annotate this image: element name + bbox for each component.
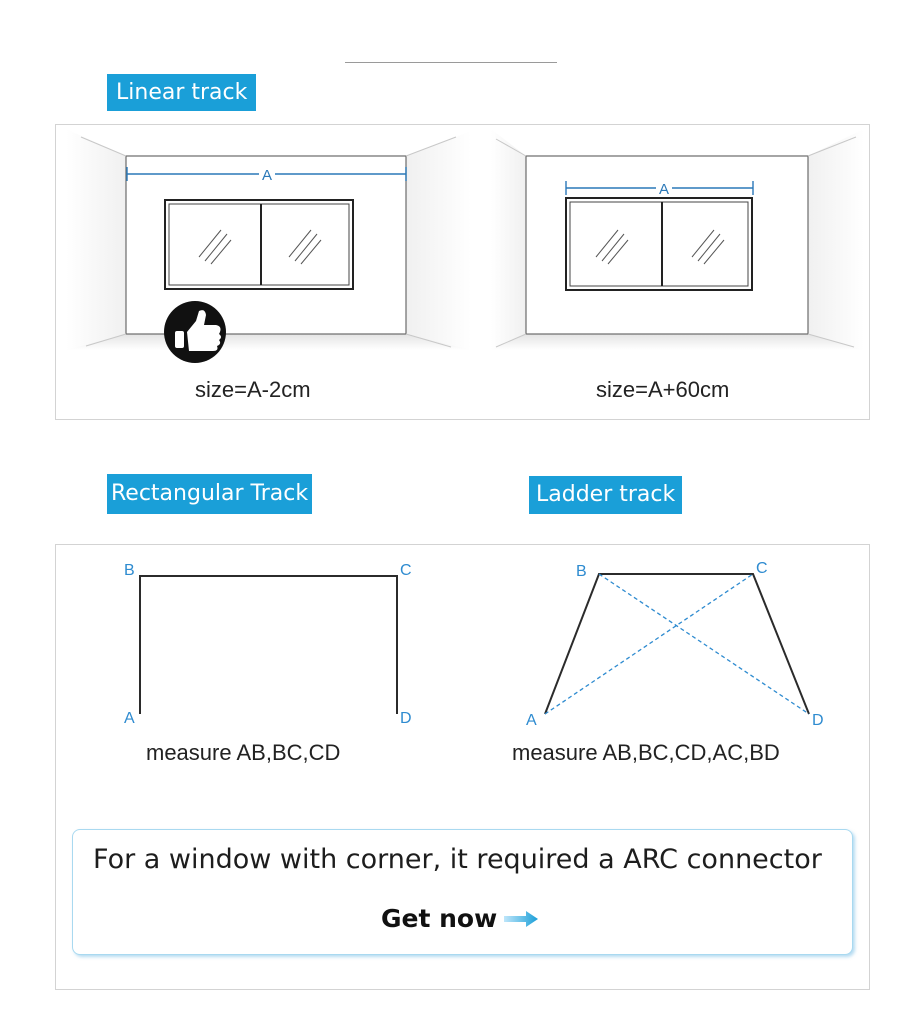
rect-point-d: D — [400, 710, 412, 727]
rectangular-track-shape — [139, 575, 398, 714]
linear-left-caption: size=A-2cm — [195, 377, 311, 402]
room-right — [491, 129, 864, 350]
dimension-label-left: A — [262, 167, 272, 184]
rectangular-track-title: Rectangular Track — [107, 474, 313, 514]
linear-track-panel: A — [55, 124, 870, 420]
get-now-button[interactable]: Get now — [381, 904, 539, 933]
arc-connector-cta: For a window with corner, it required a … — [72, 829, 853, 955]
thumbs-up-icon — [164, 301, 226, 363]
rect-point-b: B — [124, 562, 135, 579]
room-left — [66, 129, 471, 350]
dimension-label-right: A — [659, 181, 669, 198]
ladder-point-c: C — [756, 560, 768, 577]
linear-track-title: Linear track — [107, 74, 257, 111]
ladder-track-title: Ladder track — [529, 476, 683, 514]
dimension-line-left — [126, 167, 407, 181]
arrow-right-icon — [504, 910, 539, 927]
ladder-point-a: A — [526, 712, 537, 729]
rect-point-a: A — [124, 710, 135, 727]
rectangular-caption: measure AB,BC,CD — [146, 740, 341, 765]
cta-text: For a window with corner, it required a … — [93, 844, 822, 875]
top-divider — [345, 62, 557, 63]
linear-right-caption: size=A+60cm — [596, 377, 730, 402]
ladder-point-d: D — [812, 712, 824, 729]
get-now-label: Get now — [381, 904, 498, 933]
dimension-line-right — [565, 181, 754, 195]
linear-track-diagrams: A — [66, 129, 864, 363]
track-shapes-panel: A B C D A B C D measure AB,BC,CD measure… — [55, 544, 870, 990]
ladder-caption: measure AB,BC,CD,AC,BD — [512, 740, 780, 765]
ladder-point-b: B — [576, 563, 587, 580]
track-shape-diagrams: A B C D A B C D — [124, 560, 824, 729]
ladder-track-shape — [544, 573, 810, 715]
rect-point-c: C — [400, 562, 412, 579]
